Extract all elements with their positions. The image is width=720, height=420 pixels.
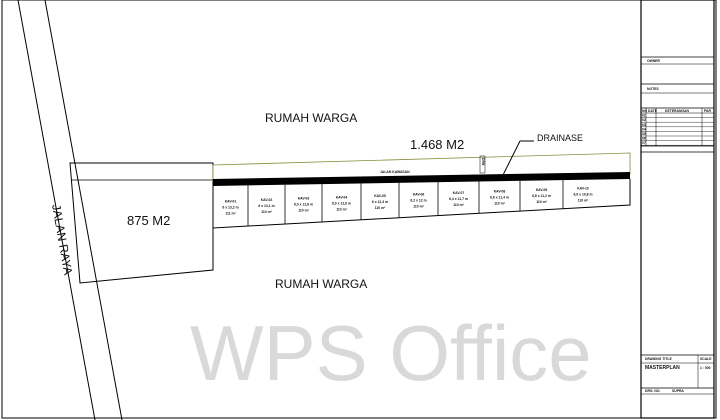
- lot-8[interactable]: KAV-08 6,6 x 11,4 m 110 m²: [490, 190, 509, 206]
- lot-size: 6,0 x 12,8 m: [294, 203, 313, 207]
- lot-area: 110 m²: [298, 209, 309, 213]
- lot-name: KAV-01: [225, 199, 237, 203]
- drawing-no-label: DRG. NO.: [645, 389, 661, 393]
- area-left-label: 875 M2: [127, 213, 170, 228]
- lot-3[interactable]: KAV-03 6,0 x 12,8 m 110 m²: [294, 197, 313, 213]
- revision-header: NO: [642, 109, 647, 113]
- drainage-channel: [213, 172, 630, 186]
- lot-7[interactable]: KAV-07 6,4 x 11,7 m 110 m²: [449, 191, 468, 207]
- revision-header: DATE: [648, 109, 658, 113]
- lot-size: 6,8 x 11,2 m: [532, 194, 551, 198]
- lot-area: 111 m²: [225, 211, 236, 215]
- lot-size: 6,2 x 12 m: [410, 199, 426, 203]
- revision-row: 07: [642, 141, 646, 145]
- area-right-label: 1.468 M2: [410, 137, 464, 152]
- lot-name: KAV-10: [577, 187, 589, 191]
- drainage-code: DRN: [481, 158, 485, 166]
- revision-header: PAR: [704, 109, 711, 113]
- drawing-title: MASTERPLAN: [645, 365, 680, 371]
- lot-name: KAV-07: [453, 191, 465, 195]
- revision-row: 06: [642, 137, 646, 141]
- lot-name: KAV-02: [261, 198, 273, 202]
- neighbor-bottom-label: RUMAH WARGA: [275, 277, 367, 291]
- watermark: WPS Office: [190, 309, 592, 397]
- lot-name: KAV-03: [298, 197, 310, 201]
- revision-row: 02: [642, 118, 646, 122]
- lot-size: 6 x 13,1 m: [258, 204, 274, 208]
- lots-group: KAV-01 6 x 13,2 m 111 m² KAV-02 6 x 13,1 m 11…: [212, 179, 631, 229]
- scale-label: SCALE: [700, 357, 712, 361]
- revision-header: KETERANGAN: [665, 109, 689, 113]
- lot-area: 110 m²: [494, 202, 505, 206]
- lot-name: KAV-08: [494, 190, 506, 194]
- revision-row: 03: [642, 123, 646, 127]
- drainage-leader: [502, 140, 521, 176]
- estate-road-label: JALAN KAWASAN: [380, 170, 410, 174]
- lot-4[interactable]: KAV-04 6,0 x 12,6 m 110 m²: [332, 195, 351, 211]
- lots-outline: [212, 179, 631, 229]
- lot-6[interactable]: KAV-06 6,2 x 12 m 110 m²: [410, 193, 426, 209]
- lot-10[interactable]: KAV-10 6,9 x 10,8 m 110 m²: [573, 187, 592, 203]
- revision-row: 04: [642, 127, 646, 131]
- drawing-title-label: DRAWING TITLE: [645, 357, 672, 361]
- main-road-edge-right: [44, 0, 123, 420]
- revision-row: 05: [642, 132, 646, 136]
- sheet-value: SUPRA: [672, 389, 684, 393]
- lot-area: 110 m²: [536, 200, 547, 204]
- plot-875: [69, 162, 214, 284]
- lot-name: KAV-09: [536, 188, 548, 192]
- revision-row: 01: [642, 114, 646, 118]
- lot-9[interactable]: KAV-09 6,8 x 11,2 m 110 m²: [532, 188, 551, 204]
- drainage-marker: [479, 155, 486, 174]
- lot-area: 110 m²: [453, 203, 464, 207]
- lot-name: KAV-04: [336, 195, 348, 199]
- lot-area: 110 m²: [336, 207, 347, 211]
- lot-area: 110 m²: [578, 199, 589, 203]
- lot-size: 6 x 13,2 m: [222, 205, 238, 209]
- main-road-edge-left: [17, 0, 96, 420]
- notes-label: NOTES: [647, 87, 659, 91]
- lot-name: KAV-06: [413, 193, 425, 197]
- lot-size: 6,4 x 11,7 m: [449, 197, 468, 201]
- lot-area: 110 m²: [261, 210, 272, 214]
- neighbor-top-label: RUMAH WARGA: [265, 111, 357, 125]
- main-road-label: JALAN RAYA: [49, 203, 75, 276]
- lot-size: 6 x 12,3 m: [372, 200, 388, 204]
- drainage-label: DRAINASE: [537, 133, 583, 143]
- owner-label: OWNER: [647, 59, 661, 63]
- lot-size: 6,9 x 10,8 m: [573, 193, 592, 197]
- lot-area: 110 m²: [375, 206, 386, 210]
- scale-value: 1 : 500: [700, 366, 711, 370]
- lot-2[interactable]: KAV-02 6 x 13,1 m 110 m²: [258, 198, 274, 214]
- lot-size: 6,0 x 12,6 m: [332, 201, 351, 205]
- lot-name: KAV-05: [374, 194, 386, 198]
- lot-size: 6,6 x 11,4 m: [490, 196, 509, 200]
- lot-1[interactable]: KAV-01 6 x 13,2 m 111 m²: [222, 199, 238, 215]
- lot-5[interactable]: KAV-05 6 x 12,3 m 110 m²: [372, 194, 388, 210]
- lot-area: 110 m²: [413, 205, 424, 209]
